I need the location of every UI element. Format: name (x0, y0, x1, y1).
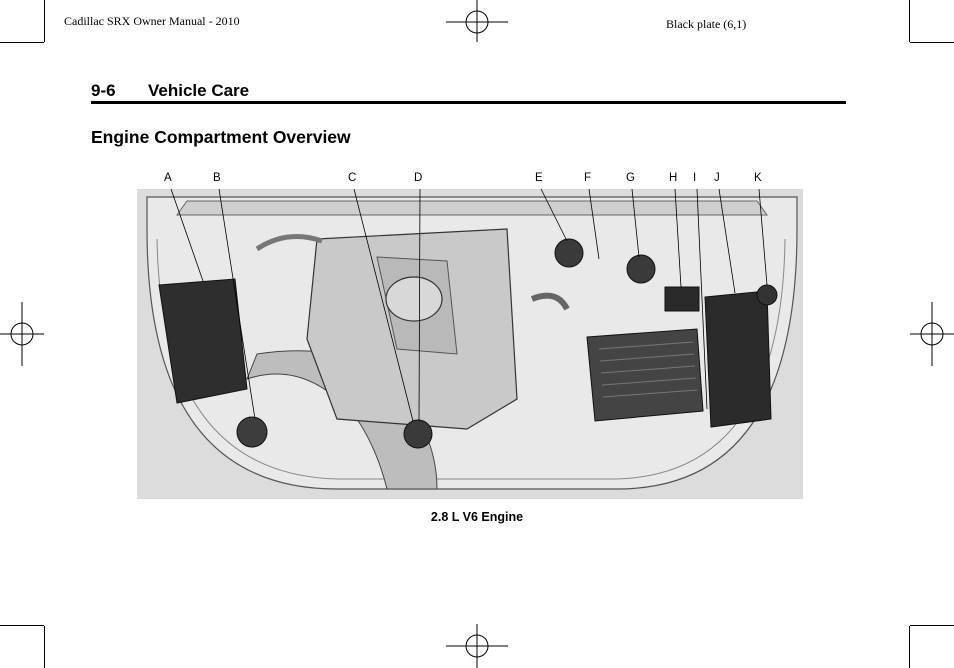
callout-f: F (584, 172, 592, 184)
engine-compartment-illustration (137, 189, 803, 499)
callout-c: C (348, 172, 357, 184)
figure-caption: 2.8 L V6 Engine (430, 510, 524, 524)
callout-b: B (213, 172, 221, 184)
registration-mark-left (0, 302, 44, 366)
manual-title: Cadillac SRX Owner Manual - 2010 (64, 14, 240, 28)
callout-h: H (669, 172, 678, 184)
registration-mark-top (446, 0, 508, 42)
page-title: Engine Compartment Overview (91, 127, 351, 147)
callout-g: G (626, 172, 635, 184)
section-number: 9-6 (91, 81, 116, 100)
callout-j: J (714, 172, 720, 184)
callout-i: I (693, 172, 697, 184)
registration-mark-bottom (446, 624, 508, 668)
callout-e: E (535, 172, 543, 184)
section-name: Vehicle Care (148, 81, 250, 100)
callout-d: D (414, 172, 423, 184)
plate-label: Black plate (6,1) (666, 17, 747, 31)
registration-mark-right (910, 302, 954, 366)
section-heading: 9-6 Vehicle Care (91, 81, 249, 101)
callout-a: A (164, 172, 172, 184)
section-rule (91, 101, 846, 104)
callout-labels: A B C D E F G H I J K (137, 172, 803, 190)
callout-k: K (754, 172, 762, 184)
